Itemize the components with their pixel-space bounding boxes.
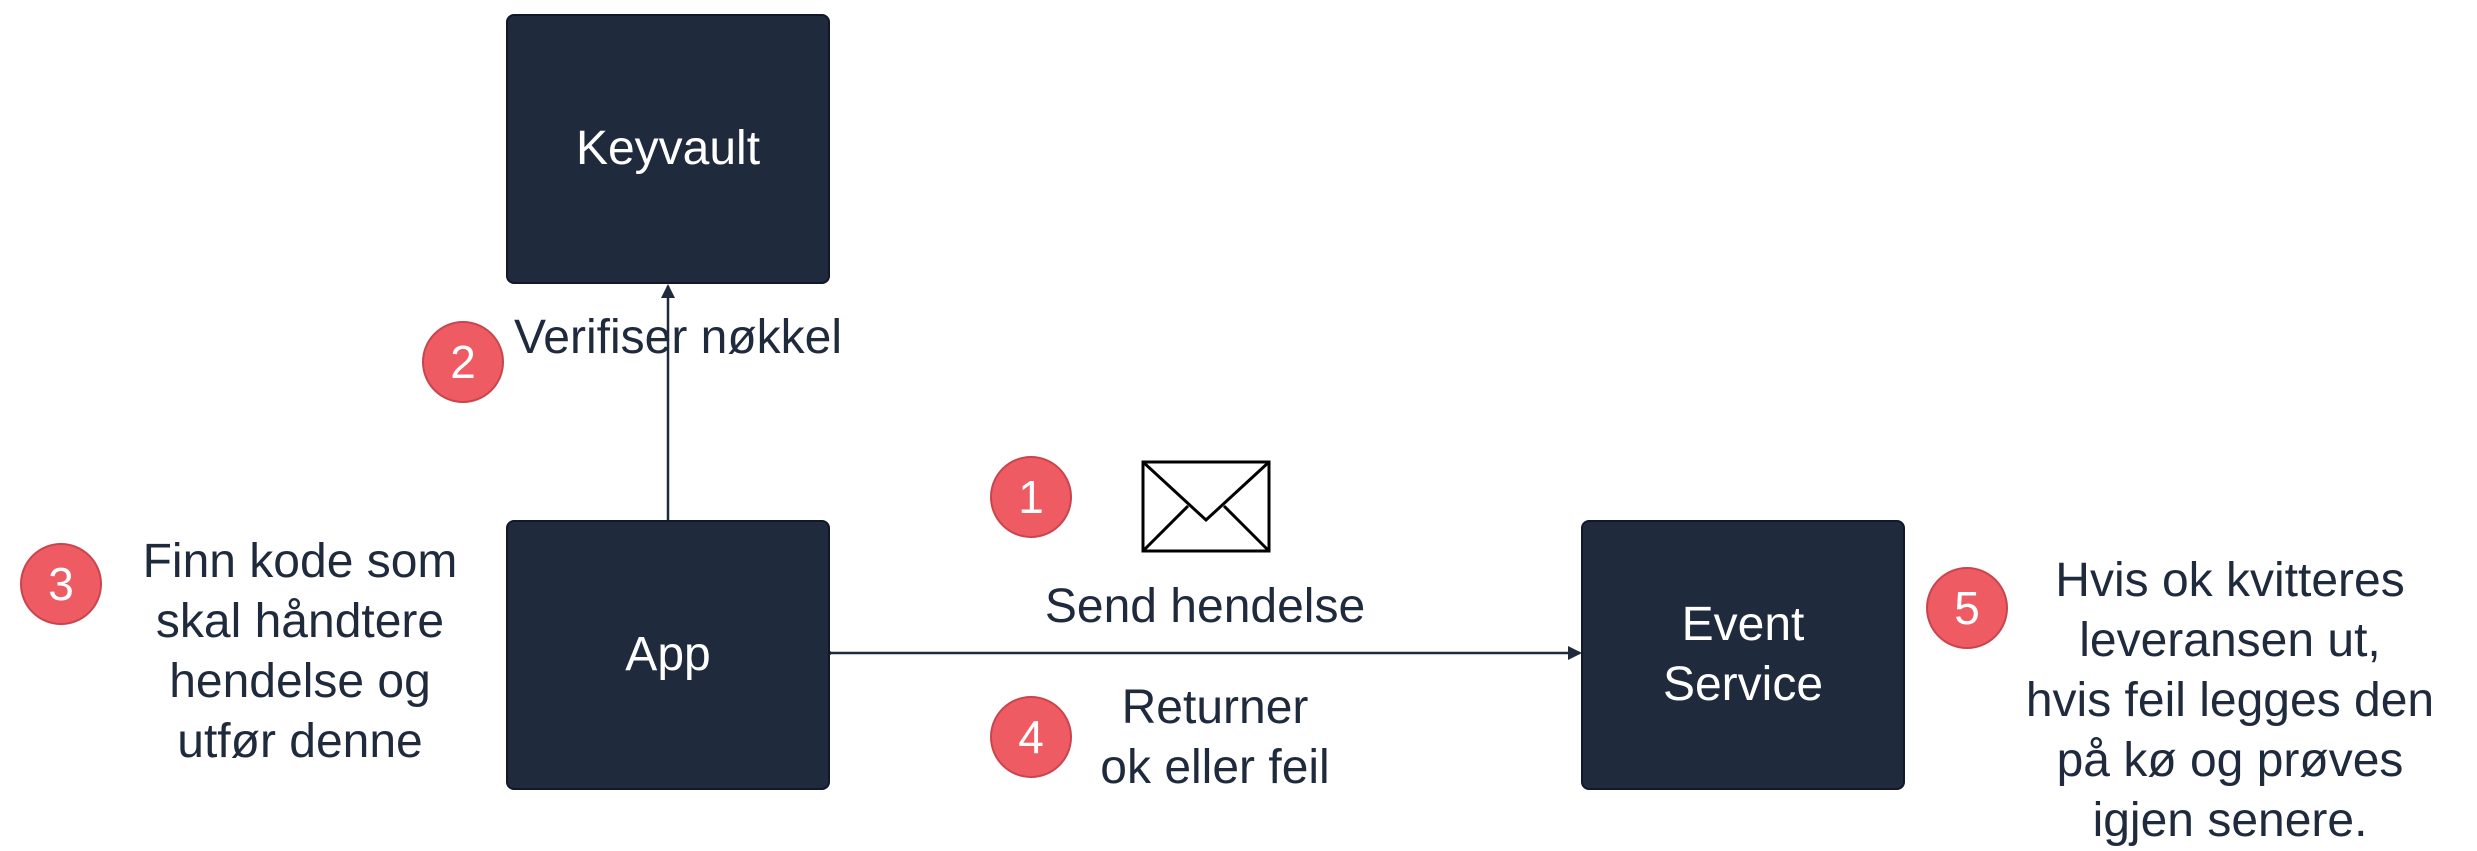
- step-3-label: Finn kode som skal håndtere hendelse og …: [142, 535, 458, 768]
- step-4-label: Returner ok eller feil: [1100, 681, 1330, 794]
- step-4-badge: 4: [990, 696, 1072, 778]
- step-4-number: 4: [1018, 711, 1044, 763]
- event-service-node: Event Service: [1581, 520, 1905, 790]
- step-5-badge: 5: [1926, 567, 2008, 649]
- keyvault-node: Keyvault: [506, 14, 830, 284]
- step-2-number: 2: [450, 336, 476, 388]
- step-5-label: Hvis ok kvitteres leveransen ut, hvis fe…: [2025, 554, 2435, 847]
- step-3-number: 3: [48, 558, 74, 610]
- step-3-badge: 3: [20, 543, 102, 625]
- envelope-icon: [1141, 460, 1271, 553]
- keyvault-label: Keyvault: [575, 122, 761, 175]
- step-2-badge: 2: [422, 321, 504, 403]
- step-1-badge: 1: [990, 456, 1072, 538]
- app-label: App: [625, 628, 711, 681]
- app-node: App: [506, 520, 830, 790]
- step-2-label: Verifiser nøkkel: [513, 311, 843, 364]
- step-5-number: 5: [1954, 582, 1980, 634]
- step-1-label: Send hendelse: [1044, 580, 1366, 633]
- event-service-label: Event Service: [1662, 598, 1824, 711]
- step-1-number: 1: [1018, 471, 1044, 523]
